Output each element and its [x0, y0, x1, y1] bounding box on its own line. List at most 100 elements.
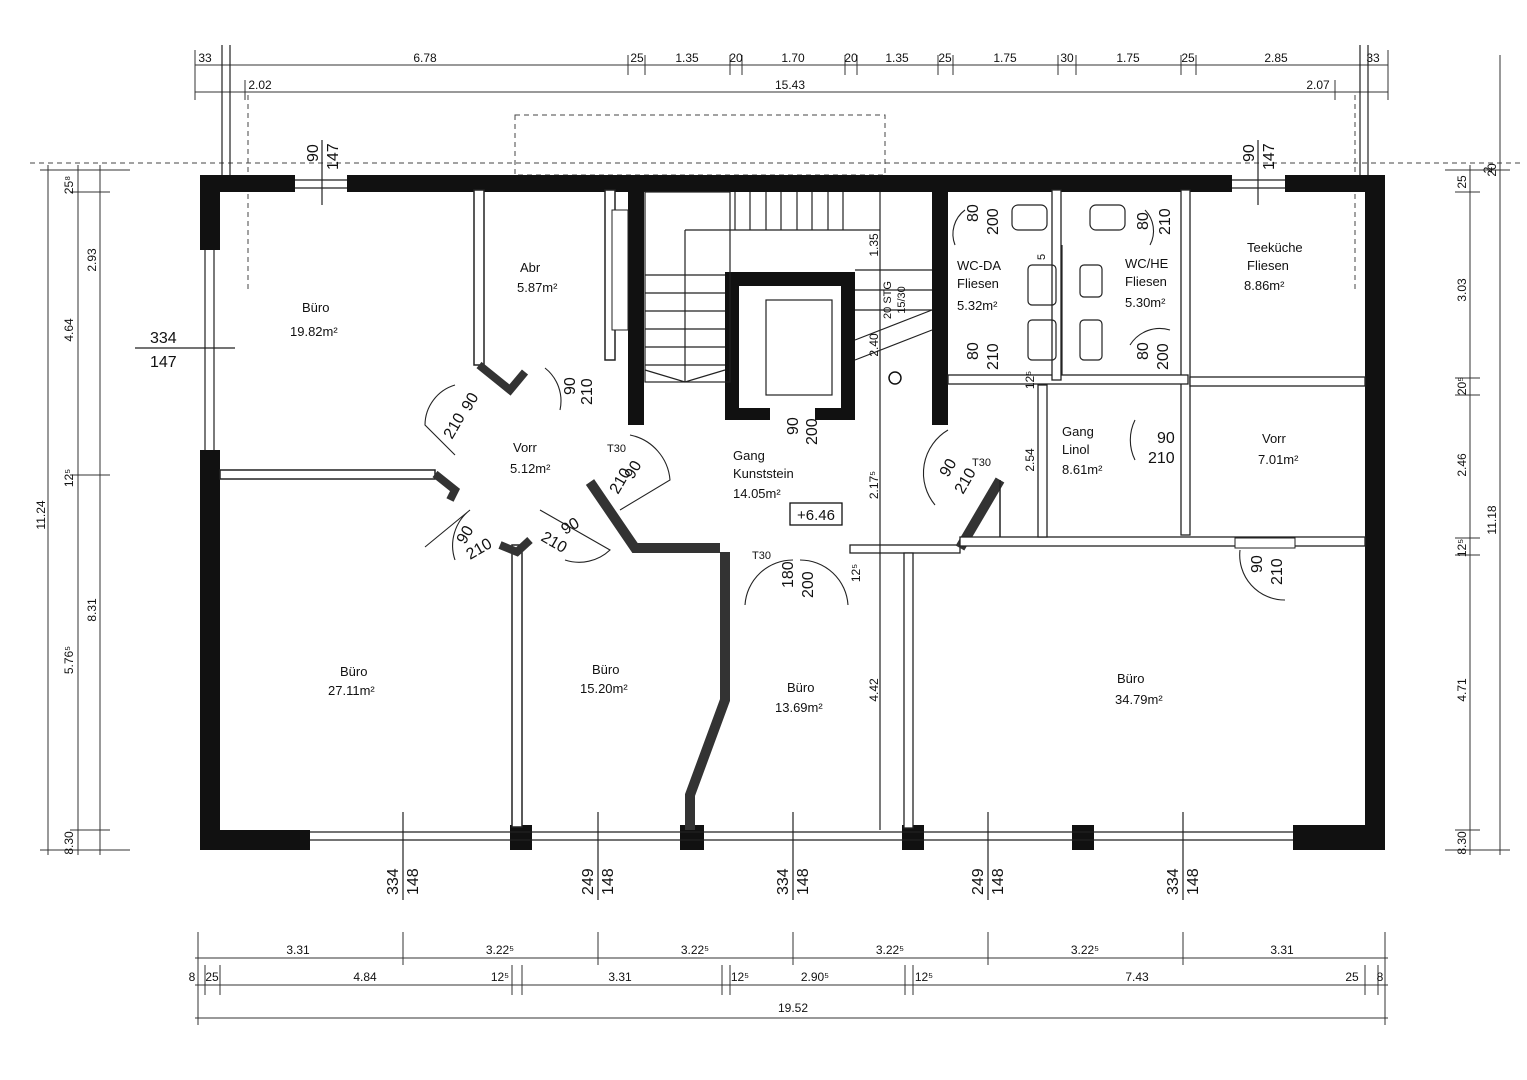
door-label: 200: [1155, 343, 1172, 370]
interior-walls: [219, 189, 1366, 830]
door-label: 90: [1157, 430, 1175, 447]
top-window-width: 90: [1241, 144, 1258, 162]
room-buero5-name: Büro: [1117, 671, 1144, 686]
right-dim-inner: 25: [1455, 175, 1469, 189]
left-dim-inner: 25⁸: [62, 176, 76, 194]
right-dim-inner: 12⁵: [1455, 539, 1469, 557]
top-dim-1: 33: [198, 51, 212, 65]
door-swings: [424, 209, 1286, 606]
bottom-dimensions: 3.31 3.22⁵ 3.22⁵ 3.22⁵ 3.22⁵ 3.31 8 25 4…: [189, 932, 1388, 1025]
fire-door-2: T30: [752, 550, 771, 562]
inner-dim: 4.42: [867, 678, 881, 702]
bottom-dim-row2: 25: [1345, 970, 1359, 984]
bottom-dim-row1: 3.22⁵: [681, 943, 709, 957]
room-buero2-area: 27.11m²: [328, 683, 375, 698]
window-width: 334: [385, 868, 402, 895]
room-wche-name: WC/HE: [1125, 256, 1169, 271]
room-labels: Büro 19.82m² Abr 5.87m² Vorr 5.12m² Gang…: [290, 240, 1303, 715]
bottom-dim-row2: 2.90⁵: [801, 970, 829, 984]
window-width: 249: [580, 868, 597, 895]
door-label: 80: [1135, 212, 1152, 230]
room-gang2-sub: Linol: [1062, 442, 1090, 457]
door-label: 200: [985, 208, 1002, 235]
room-wcda-sub: Fliesen: [957, 276, 999, 291]
bottom-dim-row2: 25: [205, 970, 219, 984]
stair-ratio: 15/30: [896, 286, 908, 314]
inner-dim: 2.40: [867, 333, 881, 357]
left-dimensions: 11.24 4.64 5.76⁵ 25⁸ 2.93 12⁵ 8.31 8.30: [34, 165, 130, 855]
level-marker: +6.46: [789, 502, 843, 526]
inner-dim: 12⁵: [1023, 371, 1037, 389]
room-abr-area: 5.87m²: [517, 280, 558, 295]
top-dim-14: 2.85: [1264, 51, 1288, 65]
window-width: 249: [970, 868, 987, 895]
room-wche-area: 5.30m²: [1125, 295, 1166, 310]
top-dim-15: 33: [1366, 51, 1380, 65]
wc-fixtures: [1011, 204, 1126, 375]
top-dim-11: 30: [1060, 51, 1074, 65]
bottom-dim-row2: 3.31: [608, 970, 632, 984]
window-height: 148: [1185, 868, 1202, 895]
room-wcda-area: 5.32m²: [957, 298, 998, 313]
door-label: 210: [1148, 450, 1175, 467]
left-dim-total: 11.24: [34, 500, 48, 529]
inner-dim: 2.54: [1023, 448, 1037, 472]
room-buero4-area: 13.69m²: [775, 700, 823, 715]
bottom-dim-row1: 3.31: [1270, 943, 1294, 957]
left-dim-inner: 2.93: [85, 248, 99, 272]
room-vorr1-name: Vorr: [513, 440, 538, 455]
room-wche-sub: Fliesen: [1125, 274, 1167, 289]
bottom-dim-row1: 3.22⁵: [486, 943, 514, 957]
right-dim-total: 11.18: [1485, 505, 1499, 534]
right-dim-inner: 2.46: [1455, 453, 1469, 477]
left-dim-inner: 12⁵: [62, 469, 76, 487]
door-label: 90: [1249, 555, 1266, 573]
stair-steps: 20 STG: [882, 281, 894, 319]
window-height: 148: [600, 868, 617, 895]
fire-door-labels: T30 T30 T30: [607, 443, 991, 562]
top-dim-row2-2: 15.43: [775, 78, 805, 92]
door-label: 210: [1157, 208, 1174, 235]
top-dim-10: 1.75: [993, 51, 1017, 65]
door-label: 180: [780, 561, 797, 588]
door-labels: 90 210 90 210 90 210 90 210 90 210 90 20…: [441, 204, 1286, 598]
level-value: +6.46: [797, 507, 835, 524]
bottom-dim-total: 19.52: [778, 1001, 808, 1015]
door-label: 80: [965, 204, 982, 222]
left-window-width: 334: [150, 330, 177, 347]
bottom-dim-row1: 3.31: [286, 943, 310, 957]
inner-dim: 12⁵: [849, 564, 863, 582]
room-gang2-name: Gang: [1062, 424, 1094, 439]
left-dim-upper: 4.64: [62, 318, 76, 342]
right-dim-inner: 2: [1481, 166, 1495, 173]
bottom-dim-row2: 12⁵: [915, 970, 933, 984]
top-dim-12: 1.75: [1116, 51, 1140, 65]
window-width: 334: [1165, 868, 1182, 895]
door-label: 90: [937, 456, 961, 480]
door-label: 210: [985, 343, 1002, 370]
door-label: 210: [579, 378, 596, 405]
top-dimensions: 33 6.78 25 1.35 20 1.70 20 1.35 25 1.75 …: [194, 50, 1389, 100]
door-label: 90: [559, 515, 583, 539]
room-buero1-area: 19.82m²: [290, 324, 338, 339]
right-dimensions: 25 2 3.03 20⁵ 2.46 12⁵ 4.71 8.30 11.18 2…: [1445, 55, 1510, 855]
bottom-dim-row2: 7.43: [1125, 970, 1149, 984]
room-buero1-name: Büro: [302, 300, 329, 315]
top-dim-2: 6.78: [413, 51, 437, 65]
room-wcda-name: WC-DA: [957, 258, 1001, 273]
window-height: 148: [405, 868, 422, 895]
top-dim-8: 1.35: [885, 51, 909, 65]
bottom-dim-row2: 12⁵: [491, 970, 509, 984]
bottom-dim-row1: 3.22⁵: [876, 943, 904, 957]
inner-dim: 1.35: [867, 233, 881, 257]
door-label: 80: [1135, 342, 1152, 360]
top-dim-row2-1: 2.02: [248, 78, 272, 92]
door-label: 90: [562, 377, 579, 395]
door-label: 210: [1269, 558, 1286, 585]
bottom-dim-row2: 4.84: [353, 970, 377, 984]
top-dim-7: 20: [844, 51, 858, 65]
left-window-height: 147: [150, 354, 177, 371]
bottom-dim-row2: 8: [189, 970, 196, 984]
room-gang1-sub: Kunststein: [733, 466, 794, 481]
